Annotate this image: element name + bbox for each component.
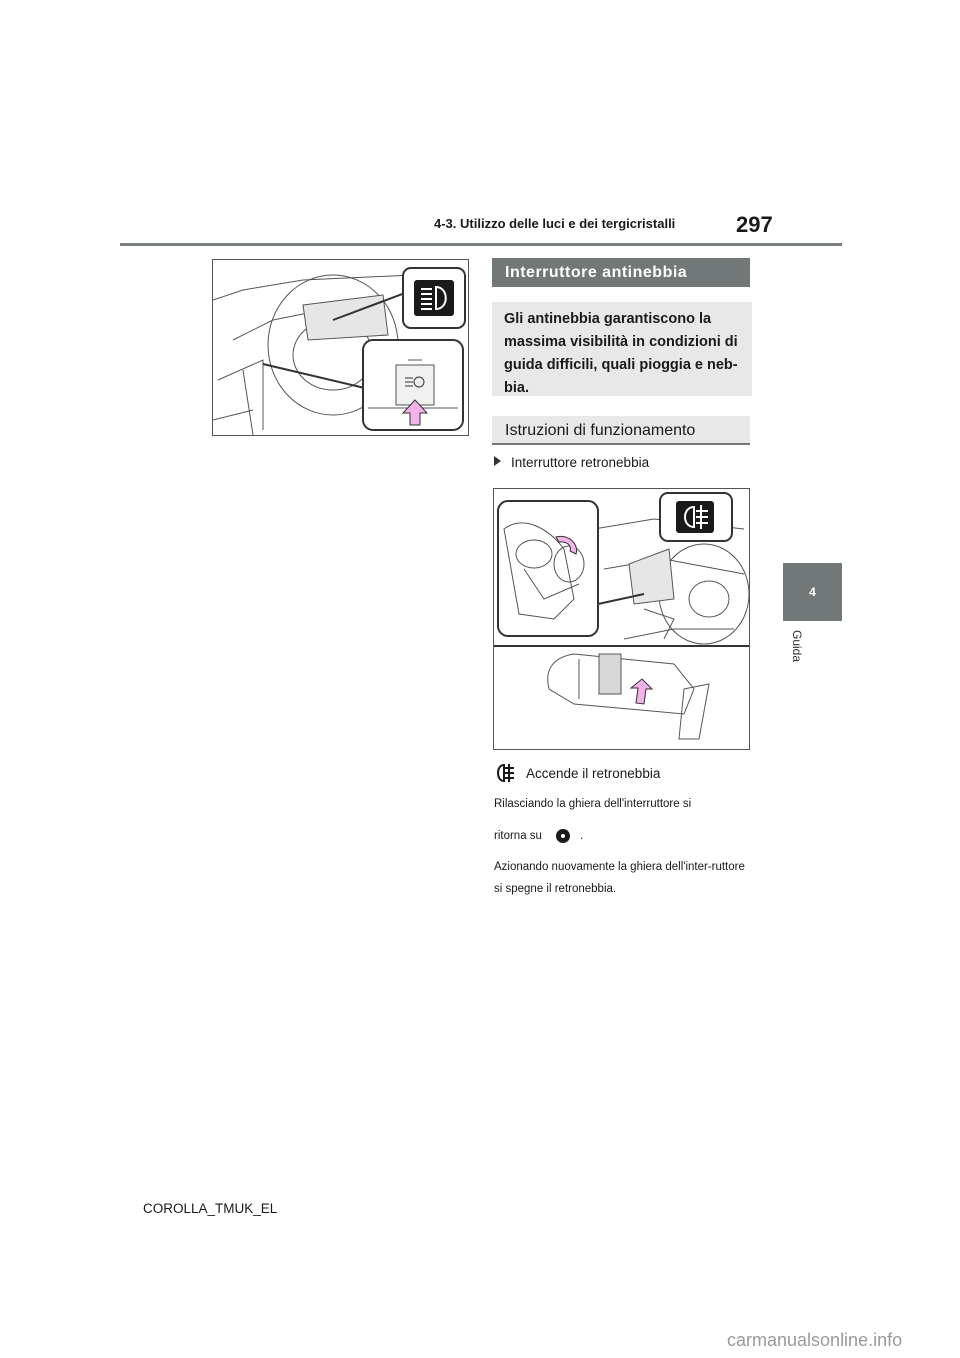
rear-fog-caption-text: Accende il retronebbia xyxy=(526,765,661,781)
instructions-heading: Istruzioni di funzionamento xyxy=(492,416,750,445)
rear-fog-small-icon xyxy=(497,763,514,783)
arrow-up-icon xyxy=(401,399,429,426)
header-divider xyxy=(120,243,842,246)
turn-off-paragraph: Azionando nuovamente la ghiera dell'inte… xyxy=(494,861,745,895)
section-title: 4-3. Utilizzo delle luci e dei tergicris… xyxy=(434,216,676,231)
release-text: ritorna su xyxy=(494,830,542,842)
release-paragraph: Rilasciando la ghiera dell'interruttore … xyxy=(494,793,754,847)
release-line-2: ritorna su. xyxy=(494,825,754,847)
fog-switch-heading: Interruttore antinebbia xyxy=(492,258,750,287)
chapter-label: Guida xyxy=(790,630,804,663)
fog-lever-illustration xyxy=(493,488,750,750)
headlight-icon xyxy=(414,280,454,316)
auto-high-beam-icon xyxy=(405,376,425,388)
watermark: carmanualsonline.info xyxy=(727,1330,903,1350)
bullet-rear-fog-label: Interruttore retronebbia xyxy=(511,455,650,470)
page-number: 297 xyxy=(736,212,773,237)
chapter-tab: 4 xyxy=(783,563,842,621)
release-line-1: Rilasciando la ghiera dell'interruttore … xyxy=(494,798,692,810)
bullet-rear-fog: Interruttore retronebbia xyxy=(494,455,649,470)
off-position-icon xyxy=(555,828,570,843)
document-code: COROLLA_TMUK_EL xyxy=(143,1201,278,1216)
rear-fog-caption: Accende il retronebbia xyxy=(494,762,660,784)
release-period: . xyxy=(579,830,584,842)
fog-intro-text: Gli antinebbia garantiscono la massima v… xyxy=(492,302,752,396)
lever-arrow xyxy=(629,678,654,705)
dashboard-illustration xyxy=(212,259,469,436)
bullet-triangle-icon xyxy=(494,456,501,466)
